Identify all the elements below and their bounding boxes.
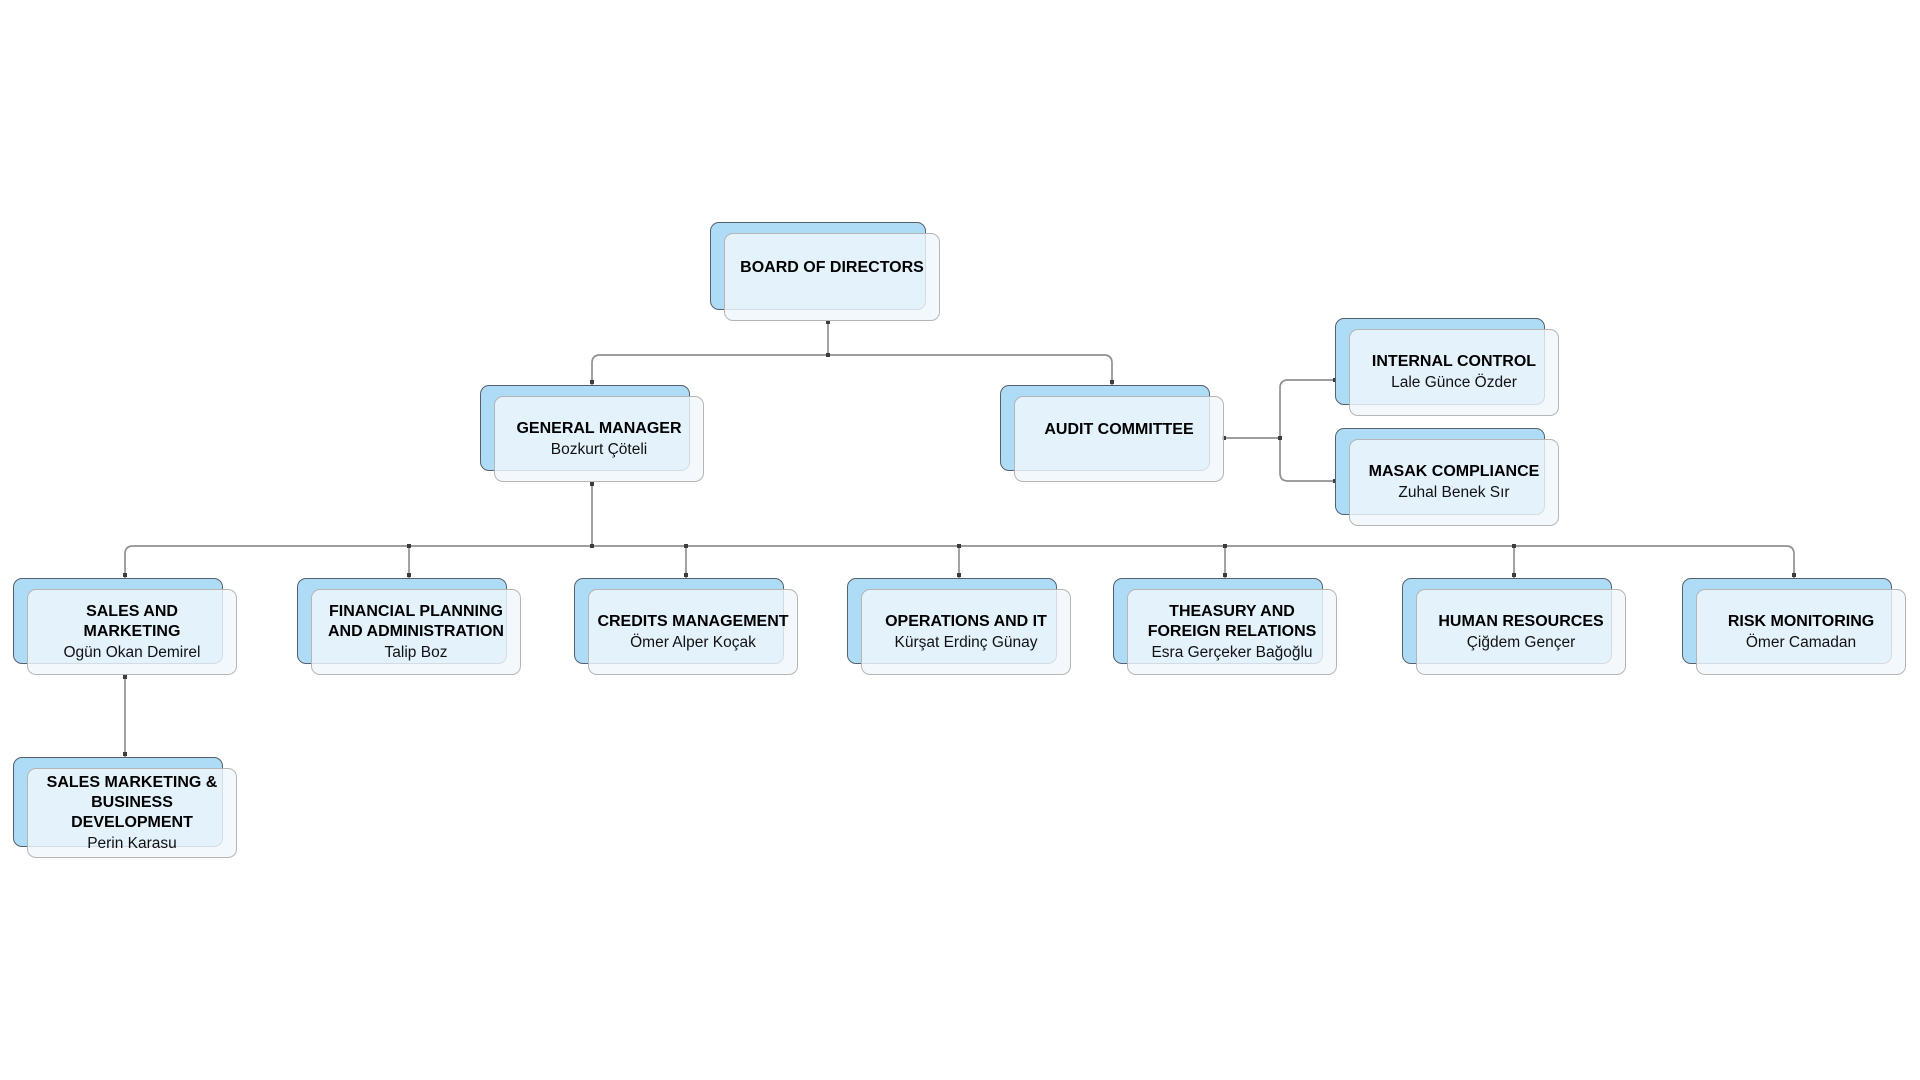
node-person-name: Bozkurt Çöteli [550, 440, 648, 458]
node-card: FINANCIAL PLANNING AND ADMINISTRATION Ta… [311, 589, 521, 675]
node-card: RISK MONITORING Ömer Camadan [1696, 589, 1906, 675]
node-person-name: Kürşat Erdinç Günay [894, 633, 1038, 651]
node-title: MASAK COMPLIANCE [1368, 463, 1540, 480]
node-person-name: Lale Günce Özder [1391, 374, 1517, 391]
node-title: GENERAL MANAGER [516, 419, 682, 437]
connector-board-to-gm-and-audit [591, 354, 1113, 385]
node-card: THEASURY AND FOREIGN RELATIONS Esra Gerç… [1127, 589, 1337, 675]
org-node-risk-monitoring[interactable]: RISK MONITORING Ömer Camadan [1682, 578, 1906, 675]
org-node-sales-and-marketing[interactable]: SALES AND MARKETING Ogün Okan Demirel [13, 578, 237, 675]
node-person-name: Perin Karasu [87, 834, 177, 852]
org-node-credits-management[interactable]: CREDITS MANAGEMENT Ömer Alper Koçak [574, 578, 798, 675]
org-node-human-resources[interactable]: HUMAN RESOURCES Çiğdem Gençer [1402, 578, 1626, 675]
node-person-name: Zuhal Benek Sır [1398, 484, 1510, 501]
node-title: SALES AND MARKETING [83, 602, 181, 640]
org-node-audit-committee[interactable]: AUDIT COMMITTEE [1000, 385, 1224, 482]
node-card: HUMAN RESOURCES Çiğdem Gençer [1416, 589, 1626, 675]
node-card: SALES MARKETING & BUSINESS DEVELOPMENT P… [27, 768, 237, 858]
node-title: FINANCIAL PLANNING AND ADMINISTRATION [328, 602, 504, 640]
node-card: GENERAL MANAGER Bozkurt Çöteli [494, 396, 704, 482]
node-title: HUMAN RESOURCES [1438, 612, 1604, 630]
org-node-internal-control[interactable]: INTERNAL CONTROL Lale Günce Özder [1335, 318, 1559, 416]
node-title: INTERNAL CONTROL [1371, 353, 1537, 370]
org-node-financial-planning-administration[interactable]: FINANCIAL PLANNING AND ADMINISTRATION Ta… [297, 578, 521, 675]
node-person-name: Ömer Alper Koçak [630, 633, 756, 651]
node-title: RISK MONITORING [1727, 612, 1875, 630]
node-person-name: Çiğdem Gençer [1466, 633, 1576, 651]
connector-audit-to-control-and-masak [1279, 379, 1335, 482]
node-title: CREDITS MANAGEMENT [597, 612, 789, 630]
org-node-masak-compliance[interactable]: MASAK COMPLIANCE Zuhal Benek Sır [1335, 428, 1559, 526]
org-node-operations-and-it[interactable]: OPERATIONS AND IT Kürşat Erdinç Günay [847, 578, 1071, 675]
org-node-board-of-directors[interactable]: BOARD OF DIRECTORS [710, 222, 940, 321]
node-title: AUDIT COMMITTEE [1044, 421, 1194, 438]
node-card: CREDITS MANAGEMENT Ömer Alper Koçak [588, 589, 798, 675]
node-title: OPERATIONS AND IT [885, 612, 1047, 630]
node-card: INTERNAL CONTROL Lale Günce Özder [1349, 329, 1559, 416]
node-card: BOARD OF DIRECTORS [724, 233, 940, 321]
node-title: SALES MARKETING & BUSINESS DEVELOPMENT [46, 773, 218, 831]
node-card: OPERATIONS AND IT Kürşat Erdinç Günay [861, 589, 1071, 675]
node-card: MASAK COMPLIANCE Zuhal Benek Sır [1349, 439, 1559, 526]
node-person-name: Ömer Camadan [1745, 633, 1857, 651]
org-node-sales-marketing-business-development[interactable]: SALES MARKETING & BUSINESS DEVELOPMENT P… [13, 757, 237, 858]
node-title: THEASURY AND FOREIGN RELATIONS [1147, 602, 1317, 640]
node-card: AUDIT COMMITTEE [1014, 396, 1224, 482]
node-title: BOARD OF DIRECTORS [740, 259, 924, 276]
node-person-name: Talip Boz [384, 643, 448, 661]
org-node-general-manager[interactable]: GENERAL MANAGER Bozkurt Çöteli [480, 385, 704, 482]
node-card: SALES AND MARKETING Ogün Okan Demirel [27, 589, 237, 675]
org-node-theasury-foreign-relations[interactable]: THEASURY AND FOREIGN RELATIONS Esra Gerç… [1113, 578, 1337, 675]
node-person-name: Ogün Okan Demirel [63, 643, 201, 661]
node-person-name: Esra Gerçeker Bağoğlu [1151, 643, 1313, 661]
